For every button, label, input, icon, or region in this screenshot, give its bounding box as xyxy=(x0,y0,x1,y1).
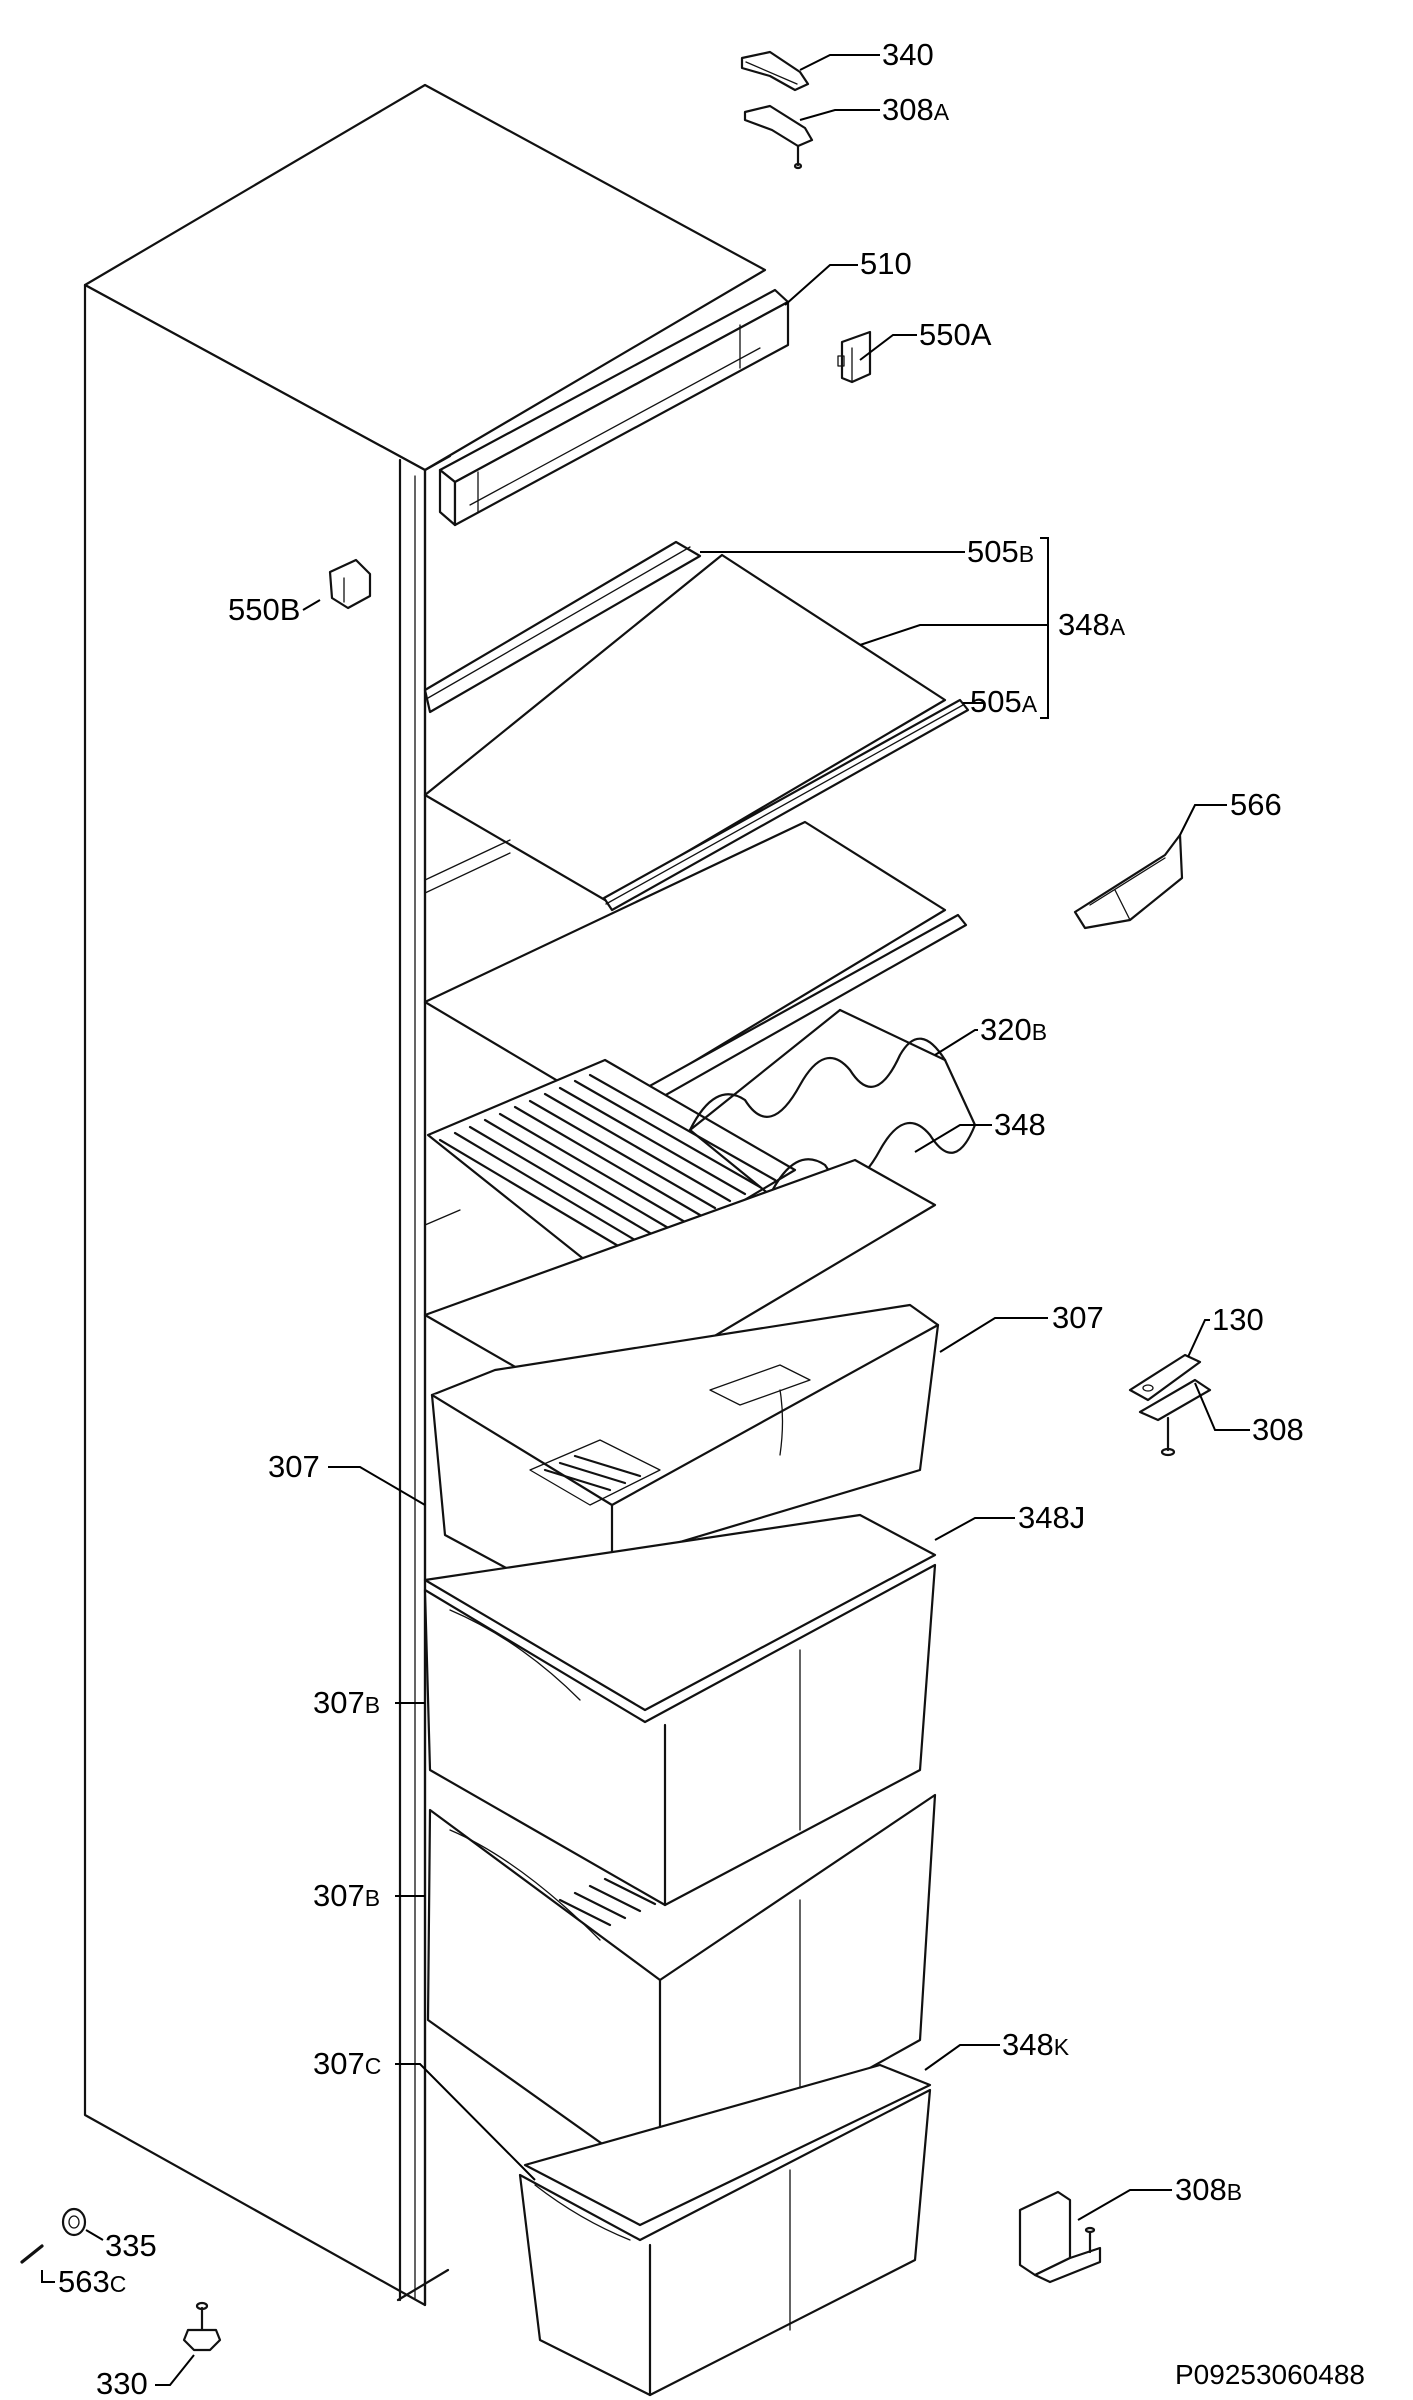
callout-566: 566 xyxy=(1230,787,1282,822)
callout-307B-upper: 307B xyxy=(313,1685,380,1720)
callout-308A: 308A xyxy=(882,92,950,127)
callout-307B-lower: 307B xyxy=(313,1878,380,1913)
refrigerator-cabinet xyxy=(83,83,767,2307)
callout-307-left: 307 xyxy=(268,1449,320,1484)
callout-505A: 505A xyxy=(970,684,1038,719)
callout-307C: 307C xyxy=(313,2046,381,2081)
document-code: P09253060488 xyxy=(1175,2359,1365,2390)
callout-348: 348 xyxy=(994,1107,1046,1142)
callout-130: 130 xyxy=(1212,1302,1264,1337)
bracket-550A xyxy=(837,330,872,384)
hinge-part-130 xyxy=(1128,1353,1202,1402)
callout-348K: 348K xyxy=(1002,2027,1070,2062)
callout-348J: 348J xyxy=(1018,1500,1085,1535)
door-hinge-top-308A xyxy=(743,104,814,170)
cap-335 xyxy=(61,2207,87,2237)
callout-510: 510 xyxy=(860,246,912,281)
glass-shelf-348A xyxy=(423,540,970,912)
pin-563C xyxy=(20,2244,44,2264)
bracket-550B xyxy=(328,558,372,610)
callout-335: 335 xyxy=(105,2228,157,2263)
foot-330 xyxy=(182,2301,222,2352)
callout-348A: 348A xyxy=(1058,607,1126,642)
hinge-308 xyxy=(1138,1378,1212,1457)
leader-lines xyxy=(41,54,1250,2386)
callout-308: 308 xyxy=(1252,1412,1304,1447)
callout-505B: 505B xyxy=(967,534,1034,569)
freezer-drawer-307B-upper xyxy=(423,1563,937,1907)
callout-307-right: 307 xyxy=(1052,1300,1104,1335)
callout-330: 330 xyxy=(96,2366,148,2400)
callout-340: 340 xyxy=(882,37,934,72)
callout-308B: 308B xyxy=(1175,2172,1242,2207)
freezer-drawer-307C xyxy=(518,2088,932,2397)
glass-shelf-middle xyxy=(423,820,968,1124)
callout-labels: 340 308A 510 550A 505B 348A 505A 550B 56… xyxy=(58,37,1365,2400)
callout-320B: 320B xyxy=(980,1012,1047,1047)
callout-550B: 550B xyxy=(228,592,300,627)
callout-550A: 550A xyxy=(919,317,992,352)
hinge-bottom-308B xyxy=(1018,2190,1102,2284)
callout-563C: 563C xyxy=(58,2264,126,2299)
glass-shelf-348K xyxy=(523,2063,932,2227)
wine-rack-320B xyxy=(688,1008,977,1197)
handle-cover-340 xyxy=(740,50,810,92)
wire-shelf xyxy=(426,1058,797,1282)
spacer-566 xyxy=(1073,833,1184,930)
